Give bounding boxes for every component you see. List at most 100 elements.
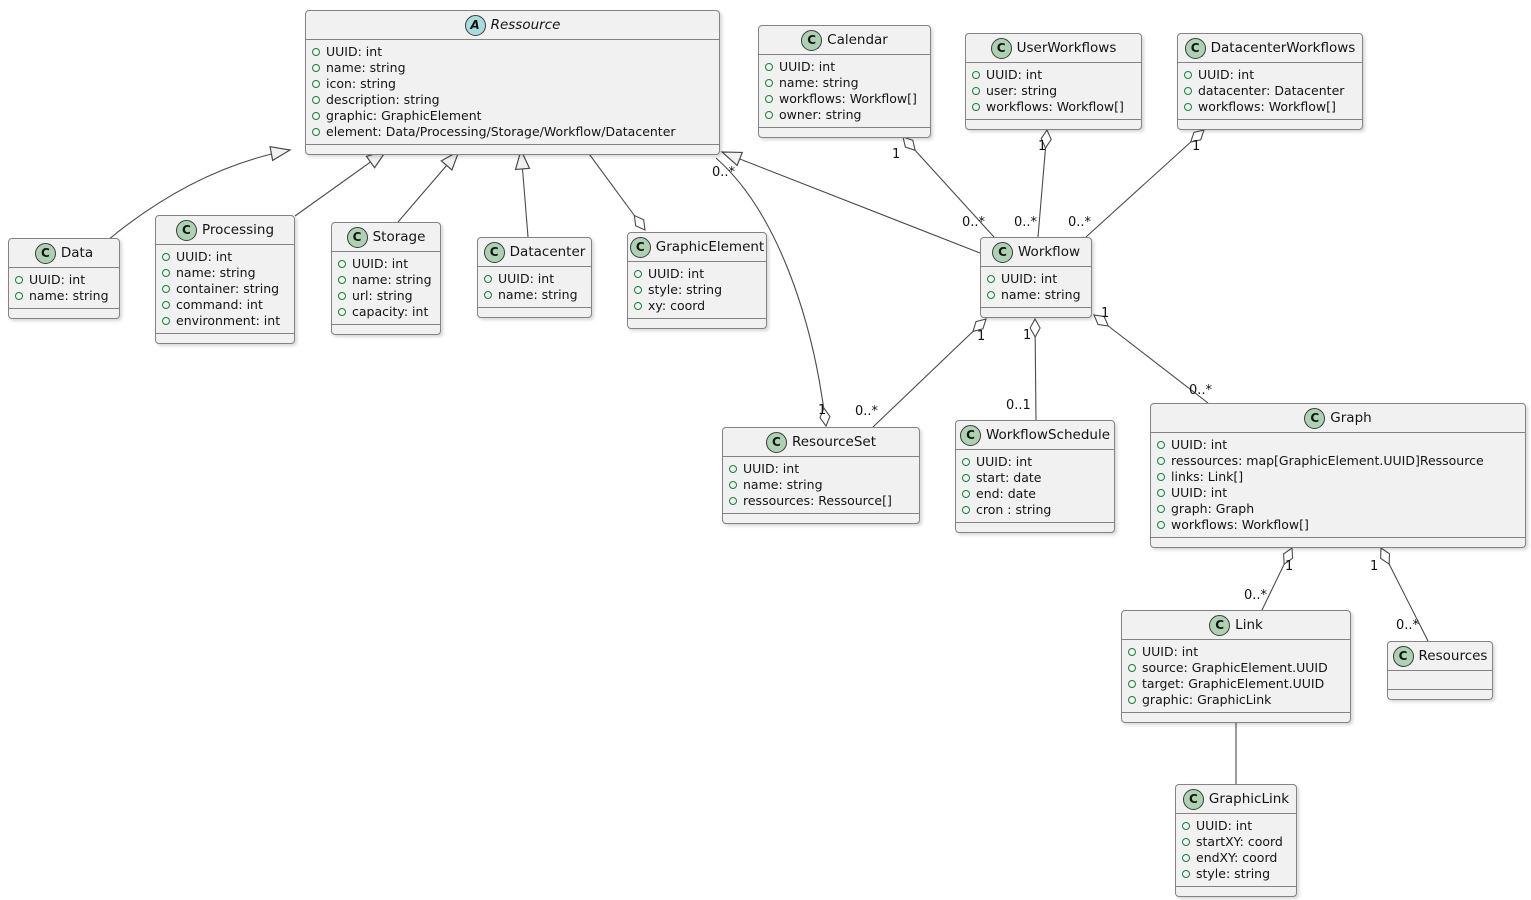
attribute-text: graph: Graph: [1171, 501, 1255, 516]
multiplicity-label: 1: [1192, 139, 1200, 154]
class-methods-compartment: [628, 318, 766, 328]
class-attributes: [1388, 671, 1492, 689]
class-attribute: UUID: int: [972, 67, 1135, 83]
multiplicity-label: 0..1: [1006, 398, 1031, 413]
class-attribute: cron : string: [962, 502, 1108, 518]
class-methods-compartment: [1176, 886, 1296, 896]
class-icon: C: [1304, 407, 1326, 429]
attribute-text: command: int: [176, 297, 263, 312]
attribute-text: user: string: [986, 83, 1058, 98]
class-methods-compartment: [332, 324, 440, 334]
field-visibility-icon: [162, 269, 170, 277]
field-visibility-icon: [1184, 87, 1192, 95]
class-name: Data: [60, 245, 94, 261]
class-attribute: name: string: [15, 288, 113, 304]
attribute-text: graphic: GraphicLink: [1142, 692, 1272, 707]
field-visibility-icon: [1157, 489, 1165, 497]
class-name: Ressource: [490, 17, 561, 33]
edge-graph-aggregates-link: [1261, 548, 1292, 611]
field-visibility-icon: [312, 80, 320, 88]
attribute-text: UUID: int: [1198, 67, 1255, 82]
multiplicity-label: 1: [1101, 306, 1109, 321]
class-attribute: name: string: [987, 287, 1085, 303]
attribute-text: ressources: map[GraphicElement.UUID]Ress…: [1171, 453, 1484, 468]
attribute-text: UUID: int: [1171, 437, 1228, 452]
field-visibility-icon: [1128, 648, 1136, 656]
class-attribute: xy: coord: [634, 298, 760, 314]
class-attribute: description: string: [312, 92, 713, 108]
field-visibility-icon: [634, 286, 642, 294]
multiplicity-label: 1: [977, 329, 985, 344]
field-visibility-icon: [338, 292, 346, 300]
field-visibility-icon: [1157, 457, 1165, 465]
class-methods-compartment: [9, 308, 119, 318]
field-visibility-icon: [972, 71, 980, 79]
class-methods-compartment: [1388, 689, 1492, 699]
class-attribute: name: string: [484, 287, 585, 303]
field-visibility-icon: [765, 95, 773, 103]
edge-datacenter-workflows-aggregates-workflow: [1085, 130, 1204, 238]
class-attribute: graph: Graph: [1157, 501, 1519, 517]
edge-datacenter-extends-ressource: [514, 148, 531, 238]
attribute-text: workflows: Workflow[]: [779, 91, 917, 106]
edge-resource-set-aggregates-ressource: [715, 157, 826, 426]
attribute-text: workflows: Workflow[]: [1198, 99, 1336, 114]
multiplicity-label: 0..*: [1014, 215, 1038, 230]
class-methods-compartment: [1122, 712, 1350, 722]
field-visibility-icon: [1182, 870, 1190, 878]
multiplicity-label: 1: [1370, 559, 1378, 574]
class-attribute: UUID: int: [1182, 818, 1290, 834]
class-attribute: UUID: int: [1157, 437, 1519, 453]
multiplicity-label: 0..*: [1189, 383, 1213, 398]
class-icon: C: [34, 242, 56, 264]
field-visibility-icon: [1157, 505, 1165, 513]
edge-calendar-aggregates-workflow: [903, 137, 995, 238]
attribute-text: workflows: Workflow[]: [986, 99, 1124, 114]
field-visibility-icon: [312, 48, 320, 56]
class-icon: C: [990, 37, 1012, 59]
multiplicity-label: 1: [1285, 559, 1293, 574]
class-name: Link: [1235, 617, 1263, 633]
attribute-text: endXY: coord: [1196, 850, 1278, 865]
attribute-text: links: Link[]: [1171, 469, 1244, 484]
multiplicity-label: 1: [818, 403, 826, 418]
class-icon: C: [1184, 37, 1206, 59]
class-icon: C: [1182, 788, 1204, 810]
field-visibility-icon: [484, 291, 492, 299]
attribute-text: name: string: [498, 287, 578, 302]
attribute-text: UUID: int: [498, 271, 555, 286]
field-visibility-icon: [338, 276, 346, 284]
attribute-text: UUID: int: [29, 272, 86, 287]
edge-user-workflows-aggregates-workflow: [1037, 130, 1047, 238]
